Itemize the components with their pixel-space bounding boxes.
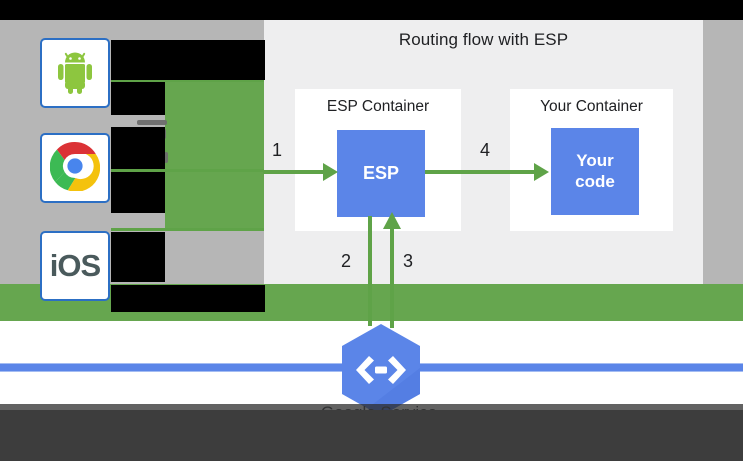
esp-node: ESP (337, 130, 425, 217)
panel-title: Routing flow with ESP (398, 30, 569, 49)
occlusion-block (111, 82, 165, 115)
esp-container-label: ESP Container (326, 98, 430, 115)
occlusion-block-top-left (0, 0, 265, 20)
client-tile-chrome (40, 133, 110, 203)
bottom-veil-soft (0, 404, 743, 412)
occlusion-block-top-right (265, 0, 743, 20)
client-tile-android (40, 38, 110, 108)
arrow-label-2: 2 (341, 251, 352, 271)
arrow-3-head-icon (383, 212, 401, 229)
arrow-1-line (263, 170, 326, 174)
arrow-4-line (425, 170, 537, 174)
arrow-label-3: 3 (403, 251, 414, 271)
green-connector-block (165, 79, 264, 230)
chrome-icon (49, 141, 101, 196)
your-code-line-2: code (575, 171, 615, 191)
your-code-line-1: Your (576, 151, 614, 171)
occlusion-block (111, 127, 165, 169)
arrow-label-4: 4 (480, 140, 491, 160)
occlusion-block (111, 232, 165, 282)
your-code-node: Your code (551, 128, 639, 215)
bottom-veil (0, 410, 743, 461)
android-icon (54, 48, 96, 99)
your-container-label: Your Container (540, 98, 643, 115)
arrow-1-head-icon (323, 163, 338, 181)
arrow-4-head-icon (534, 163, 549, 181)
connector-line-ios (111, 228, 265, 231)
redacted-text-smudge (137, 120, 167, 125)
ios-label: iOS (49, 248, 101, 283)
occlusion-block (111, 172, 165, 213)
arrow-2-line (368, 216, 372, 326)
connector-line-chrome (111, 169, 265, 172)
arrow-3-line (390, 228, 394, 328)
arrow-label-1: 1 (272, 140, 283, 160)
occlusion-block (111, 40, 265, 80)
connector-line-android (111, 79, 265, 82)
client-tile-ios: iOS (40, 231, 110, 301)
occlusion-block (111, 285, 265, 312)
